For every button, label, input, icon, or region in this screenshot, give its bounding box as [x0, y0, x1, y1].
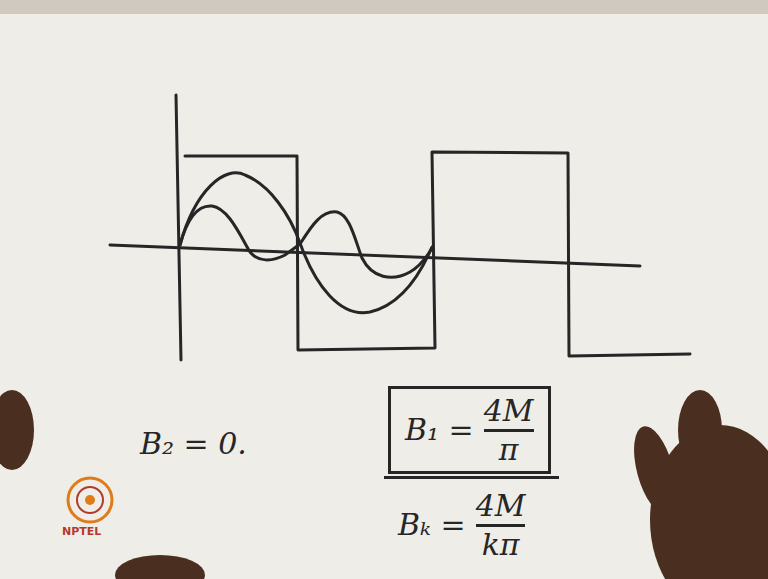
formula-text: B₂ = 0. [140, 428, 247, 460]
underline [384, 476, 559, 479]
hand [0, 390, 768, 579]
boxed-formula: B₁ = 4M π [388, 386, 551, 474]
vertical-axis [176, 95, 181, 360]
paper-edge [0, 0, 768, 14]
formula-lhs: B₁ = [405, 414, 474, 446]
fraction: 4M kπ [476, 490, 526, 560]
fraction-bar [476, 524, 526, 527]
denominator: π [499, 434, 519, 466]
fundamental-sine [180, 173, 432, 313]
logo-label: NPTEL [62, 526, 101, 538]
horizontal-axis [110, 245, 640, 266]
logo-text: NPTEL [62, 526, 101, 538]
fraction: 4M π [484, 395, 534, 465]
numerator: 4M [476, 490, 526, 522]
denominator: kπ [482, 529, 520, 561]
numerator: 4M [484, 395, 534, 427]
coefficient-note: B₂ = 0. [140, 428, 247, 460]
formula-text: Bₖ = [398, 509, 466, 541]
fraction-bar [484, 429, 534, 432]
third-harmonic [180, 206, 432, 277]
general-coefficient: Bₖ = 4M kπ [398, 490, 525, 560]
nptel-logo [68, 478, 112, 522]
